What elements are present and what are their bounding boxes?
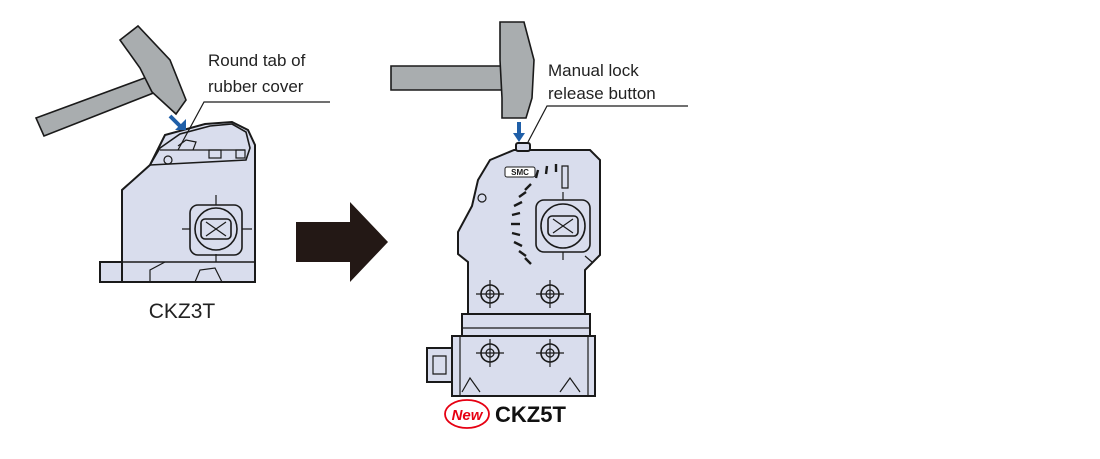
bolt-icon: [536, 280, 564, 308]
callout-leader-right: [527, 105, 688, 143]
bolt-icon: [476, 280, 504, 308]
callout-left-line1: Round tab of: [208, 51, 306, 70]
callout-right-line1: Manual lock: [548, 61, 639, 80]
transition-arrow-icon: [296, 202, 388, 282]
hammer-icon: [390, 21, 535, 119]
smc-logo: SMC: [511, 168, 529, 177]
ckz3t-clamp: [99, 120, 256, 283]
new-badge: New: [444, 399, 490, 429]
callout-right-line2: release button: [548, 84, 656, 103]
hammer-icon: [34, 24, 187, 138]
model-label-ckz5t: CKZ5T: [495, 402, 566, 427]
ckz5t-clamp: SMC: [426, 142, 601, 397]
new-badge-text: New: [452, 407, 484, 424]
bolt-icon: [476, 339, 504, 367]
impact-arrow-icon: [513, 122, 525, 142]
impact-arrow-icon: [168, 114, 186, 130]
model-label-ckz3t: CKZ3T: [149, 300, 216, 323]
angle-scale: [511, 164, 558, 265]
bolt-icon: [536, 339, 564, 367]
callout-leader-left: [177, 101, 330, 151]
callout-left-line2: rubber cover: [208, 77, 304, 96]
